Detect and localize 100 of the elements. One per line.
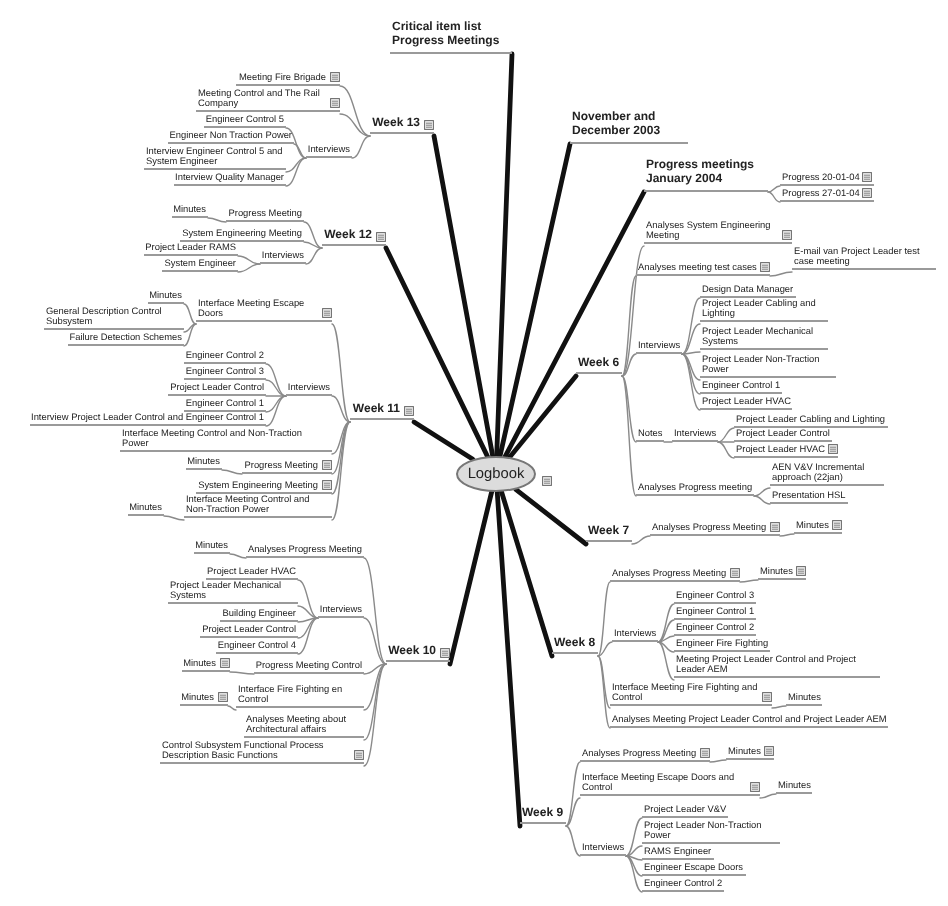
branch-line	[229, 671, 255, 675]
branch-line	[363, 663, 387, 741]
subtopic	[196, 297, 332, 323]
subtopic	[580, 747, 711, 762]
branch-line	[183, 303, 197, 325]
subtopic	[644, 219, 792, 245]
branch-line	[621, 353, 637, 377]
subtopic	[196, 479, 332, 494]
branch-line	[297, 617, 319, 623]
subtopic	[184, 493, 332, 519]
subtopic	[636, 261, 771, 276]
central-topic	[456, 456, 536, 492]
subtopic	[580, 771, 760, 797]
main-branch-line	[411, 419, 476, 462]
branch-line	[363, 663, 387, 711]
main-topic	[570, 112, 688, 144]
branch-line	[717, 441, 735, 443]
branch-line	[297, 617, 319, 655]
subtopic	[181, 657, 230, 672]
subtopic	[758, 565, 807, 580]
branch-line	[779, 533, 795, 537]
branch-line	[363, 663, 387, 675]
branch-line	[753, 487, 771, 497]
main-branch-line	[507, 373, 579, 460]
branch-line	[657, 641, 675, 653]
branch-line	[681, 353, 701, 395]
branch-line	[681, 353, 701, 411]
branch-line	[631, 535, 651, 545]
branch-line	[227, 705, 237, 711]
subtopic	[726, 745, 775, 760]
main-branch-line	[494, 489, 523, 829]
subtopic	[196, 87, 340, 113]
branch-line	[681, 351, 701, 355]
main-branch-line	[502, 189, 647, 459]
subtopic	[610, 567, 741, 582]
branch-line	[331, 421, 351, 455]
branch-line	[625, 855, 643, 893]
branch-line	[657, 641, 675, 681]
main-topic	[386, 645, 450, 663]
branch-line	[717, 441, 735, 459]
main-branch-line	[431, 133, 496, 459]
subtopic	[236, 683, 364, 709]
branch-line	[767, 185, 781, 193]
main-branch-line	[497, 141, 573, 459]
branch-line	[303, 241, 323, 249]
branch-line	[339, 113, 371, 137]
branch-line	[285, 157, 307, 173]
branch-line	[565, 761, 581, 827]
branch-line	[621, 275, 637, 377]
branch-line	[663, 441, 673, 443]
branch-line	[285, 157, 307, 187]
main-topic	[350, 403, 414, 421]
main-branch-line	[499, 489, 555, 659]
branch-line	[657, 603, 675, 643]
branch-line	[621, 375, 637, 443]
subtopic	[770, 461, 884, 487]
subtopic	[734, 443, 839, 458]
branch-line	[625, 855, 643, 861]
main-branch-line	[447, 489, 495, 667]
branch-line	[625, 817, 643, 857]
branch-line	[771, 705, 787, 709]
branch-line	[759, 793, 777, 799]
branch-line	[753, 495, 771, 505]
branch-line	[769, 271, 793, 277]
branch-line	[293, 143, 307, 159]
subtopic	[780, 187, 874, 202]
branch-line	[363, 663, 387, 767]
subtopic	[242, 459, 332, 474]
branch-line	[681, 297, 701, 355]
main-topic	[644, 160, 768, 192]
branch-line	[597, 655, 611, 729]
main-branch-line	[494, 51, 515, 459]
branch-line	[331, 395, 351, 423]
branch-line	[297, 579, 319, 619]
branch-line	[331, 421, 351, 521]
branch-line	[717, 427, 735, 443]
branch-line	[297, 605, 319, 619]
subtopic	[610, 681, 772, 707]
branch-line	[625, 855, 643, 877]
branch-line	[183, 323, 197, 347]
subtopic	[160, 739, 364, 765]
subtopic	[179, 691, 228, 706]
branch-line	[363, 557, 387, 665]
branch-line	[265, 395, 287, 397]
branch-line	[681, 353, 701, 381]
subtopic	[700, 353, 836, 379]
subtopic	[642, 819, 780, 845]
branch-line	[331, 323, 351, 423]
branch-line	[709, 759, 727, 763]
subtopic	[244, 713, 364, 739]
branch-line	[183, 323, 197, 333]
branch-line	[621, 245, 645, 377]
main-topic	[390, 22, 512, 54]
branch-line	[331, 421, 351, 475]
subtopic	[44, 305, 184, 331]
main-topic	[370, 117, 434, 135]
subtopic	[120, 427, 332, 453]
subtopic	[700, 297, 828, 323]
main-topic	[322, 229, 386, 247]
branch-line	[207, 217, 227, 223]
